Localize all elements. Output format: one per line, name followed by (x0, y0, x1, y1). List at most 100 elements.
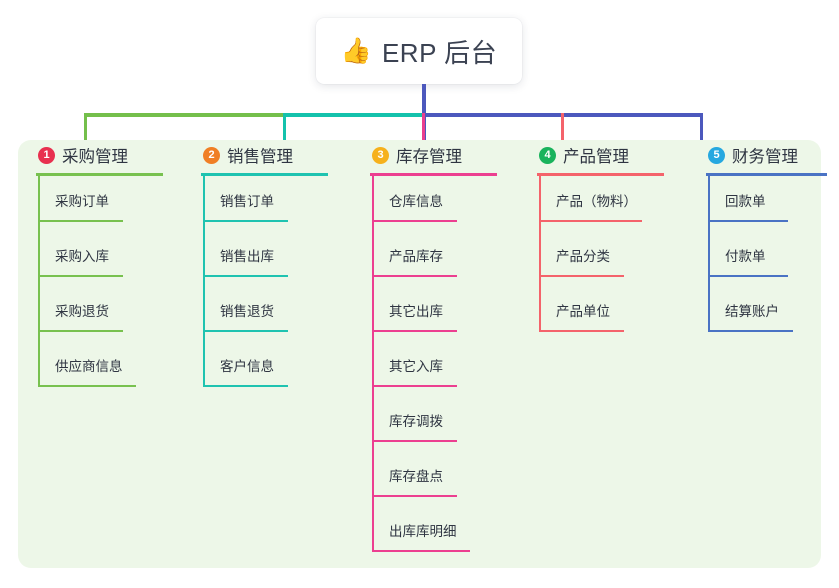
menu-item-rule (372, 550, 470, 552)
diagram-panel: 1 采购管理采购订单采购入库采购退货供应商信息 2 销售管理销售订单销售出库销售退货客… (18, 140, 827, 569)
column-procurement: 1 采购管理采购订单采购入库采购退货供应商信息 (18, 140, 163, 404)
menu-item-rule (372, 330, 457, 332)
menu-item-rule (372, 275, 457, 277)
drop-product (561, 113, 564, 145)
menu-item-label: 产品单位 (556, 304, 610, 319)
menu-item-label: 产品库存 (389, 249, 443, 264)
menu-item-label: 采购订单 (55, 194, 109, 209)
menu-item-label: 库存盘点 (389, 469, 443, 484)
root-title: ERP 后台 (381, 37, 498, 68)
column-spine-sales (203, 176, 205, 387)
thumbs-up-icon: 👍 (340, 36, 372, 65)
menu-item-label: 付款单 (725, 249, 766, 264)
menu-item[interactable]: 产品单位 (539, 294, 624, 334)
root-node-card[interactable]: 👍 ERP 后台 (316, 18, 522, 84)
column-header-procurement[interactable]: 1 采购管理 (18, 140, 163, 170)
column-header-sales[interactable]: 2 销售管理 (183, 140, 328, 170)
column-rule-inventory (370, 173, 497, 176)
column-finance: 5 财务管理回款单付款单结算账户 (688, 140, 827, 349)
column-sales: 2 销售管理销售订单销售出库销售退货客户信息 (183, 140, 328, 404)
menu-item[interactable]: 产品分类 (539, 239, 624, 279)
menu-item-label: 采购退货 (55, 304, 109, 319)
menu-item-label: 出库库明细 (389, 524, 457, 539)
column-title-sales: 销售管理 (227, 148, 293, 166)
menu-item-rule (38, 385, 136, 387)
menu-item-rule (372, 440, 457, 442)
column-title-finance: 财务管理 (732, 148, 798, 166)
number-badge-procurement: 1 (38, 146, 55, 164)
menu-item-rule (38, 220, 123, 222)
column-rule-finance (706, 173, 827, 176)
menu-item-label: 销售出库 (220, 249, 274, 264)
menu-item-label: 产品分类 (556, 249, 610, 264)
column-body-inventory: 仓库信息产品库存其它出库其它入库库存调拨库存盘点出库库明细 (352, 176, 497, 569)
menu-item-rule (203, 385, 288, 387)
menu-item-rule (539, 330, 624, 332)
menu-item[interactable]: 采购退货 (38, 294, 123, 334)
column-spine-product (539, 176, 541, 332)
menu-item[interactable]: 客户信息 (203, 349, 288, 389)
menu-item-label: 销售退货 (220, 304, 274, 319)
column-title-procurement: 采购管理 (62, 148, 128, 166)
menu-item[interactable]: 回款单 (708, 184, 788, 224)
column-title-product: 产品管理 (563, 148, 629, 166)
column-body-product: 产品（物料） 产品分类产品单位 (519, 176, 664, 349)
menu-item[interactable]: 产品（物料） (539, 184, 642, 224)
menu-item-label: 其它入库 (389, 359, 443, 374)
number-badge-inventory: 3 (372, 146, 389, 164)
menu-item-label: 客户信息 (220, 359, 274, 374)
menu-item-label: 供应商信息 (55, 359, 123, 374)
menu-item[interactable]: 其它入库 (372, 349, 457, 389)
column-inventory: 3 库存管理仓库信息产品库存其它出库其它入库库存调拨库存盘点出库库明细 (352, 140, 497, 569)
menu-item-label: 仓库信息 (389, 194, 443, 209)
menu-item-label: 其它出库 (389, 304, 443, 319)
menu-item-label: 结算账户 (725, 304, 779, 319)
menu-item-label: 销售订单 (220, 194, 274, 209)
menu-item[interactable]: 其它出库 (372, 294, 457, 334)
column-title-inventory: 库存管理 (396, 148, 462, 166)
menu-item-rule (539, 220, 642, 222)
menu-item-rule (708, 330, 793, 332)
menu-item[interactable]: 出库库明细 (372, 514, 470, 554)
menu-item[interactable]: 销售订单 (203, 184, 288, 224)
column-rule-sales (201, 173, 328, 176)
column-spine-finance (708, 176, 710, 332)
menu-item[interactable]: 结算账户 (708, 294, 793, 334)
menu-item[interactable]: 销售退货 (203, 294, 288, 334)
menu-item[interactable]: 付款单 (708, 239, 788, 279)
segment-teal (283, 113, 423, 117)
number-badge-sales: 2 (203, 146, 220, 164)
menu-item-rule (38, 330, 123, 332)
column-rule-product (537, 173, 664, 176)
menu-item[interactable]: 采购入库 (38, 239, 123, 279)
menu-item[interactable]: 库存盘点 (372, 459, 457, 499)
column-header-finance[interactable]: 5 财务管理 (688, 140, 827, 170)
menu-item[interactable]: 产品库存 (372, 239, 457, 279)
drop-finance (700, 113, 703, 145)
menu-item-rule (372, 495, 457, 497)
column-spine-inventory (372, 176, 374, 552)
number-badge-product: 4 (539, 146, 556, 164)
number-badge-finance: 5 (708, 146, 725, 164)
menu-item-rule (708, 275, 788, 277)
column-rule-procurement (36, 173, 163, 176)
column-product: 4 产品管理产品（物料） 产品分类产品单位 (519, 140, 664, 349)
menu-item-rule (708, 220, 788, 222)
menu-item-label: 回款单 (725, 194, 766, 209)
menu-item-rule (372, 220, 457, 222)
column-body-finance: 回款单付款单结算账户 (688, 176, 827, 349)
menu-item-rule (38, 275, 123, 277)
menu-item-rule (203, 330, 288, 332)
menu-item[interactable]: 库存调拨 (372, 404, 457, 444)
drop-inventory (422, 113, 425, 145)
column-header-product[interactable]: 4 产品管理 (519, 140, 664, 170)
menu-item[interactable]: 仓库信息 (372, 184, 457, 224)
menu-item[interactable]: 采购订单 (38, 184, 123, 224)
drop-sales (283, 113, 286, 145)
column-header-inventory[interactable]: 3 库存管理 (352, 140, 497, 170)
segment-green (84, 113, 283, 117)
column-body-sales: 销售订单销售出库销售退货客户信息 (183, 176, 328, 404)
menu-item[interactable]: 销售出库 (203, 239, 288, 279)
menu-item-rule (539, 275, 624, 277)
menu-item[interactable]: 供应商信息 (38, 349, 136, 389)
